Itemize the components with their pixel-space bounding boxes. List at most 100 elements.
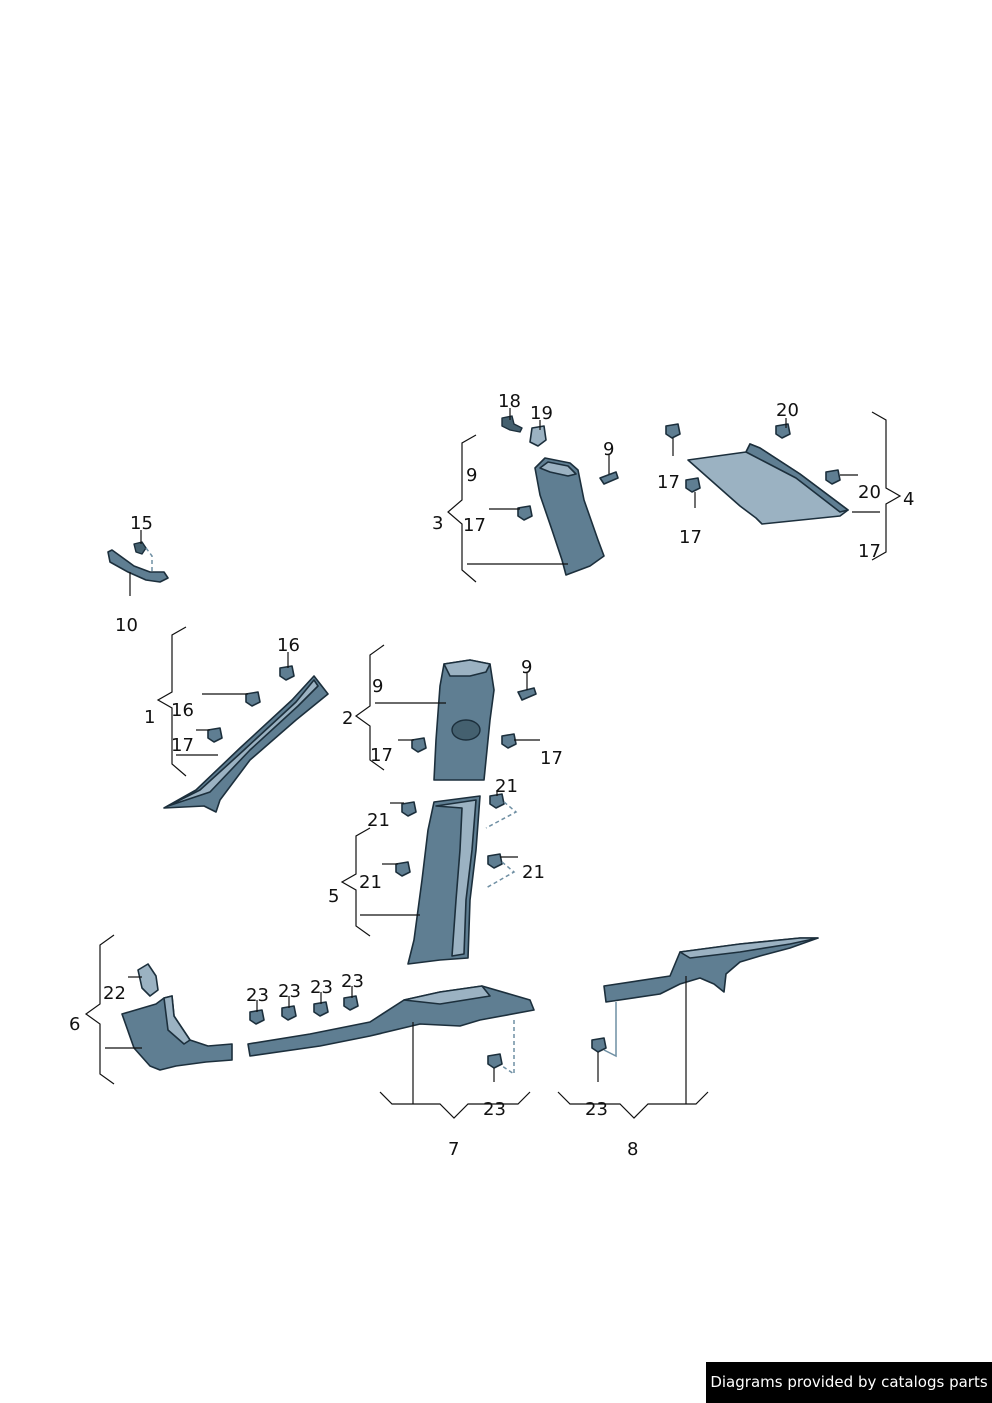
- part-7-sill[interactable]: [247, 985, 535, 1057]
- part-7-highlight: [403, 985, 491, 1005]
- bracket-5: [340, 827, 371, 937]
- callout-5: 5: [328, 886, 339, 907]
- part-21-clip-b[interactable]: [489, 793, 505, 809]
- callout-17-right: 17: [540, 748, 563, 769]
- part-3-pillar-trim[interactable]: [534, 457, 605, 576]
- part-17-clip-e[interactable]: [411, 737, 427, 753]
- callout-3: 3: [432, 513, 443, 534]
- link-23-f: [603, 1002, 617, 1058]
- part-17-clip-f[interactable]: [501, 733, 517, 749]
- callout-10: 10: [115, 615, 138, 636]
- part-16-clip-b[interactable]: [245, 691, 261, 707]
- part-9-clip-mid[interactable]: [517, 687, 537, 701]
- part-23-clip-c[interactable]: [313, 1001, 329, 1017]
- part-3-top-edge: [539, 461, 577, 477]
- callout-17-bottom: 17: [679, 527, 702, 548]
- part-10-bracket[interactable]: [107, 549, 169, 583]
- bracket-2: [354, 644, 385, 771]
- part-21-clip-a[interactable]: [401, 801, 417, 817]
- part-17-clip-c[interactable]: [685, 477, 701, 493]
- callout-4: 4: [903, 489, 914, 510]
- group-3: [447, 408, 619, 583]
- callout-20-top: 20: [776, 400, 799, 421]
- part-21-clip-c[interactable]: [395, 861, 411, 877]
- callout-2: 2: [342, 708, 353, 729]
- footer-credit: Diagrams provided by catalogs parts: [706, 1362, 992, 1403]
- link-21-b: [485, 801, 518, 829]
- callout-23-f: 23: [585, 1099, 608, 1120]
- callout-16-top: 16: [277, 635, 300, 656]
- callout-20-right: 20: [858, 482, 881, 503]
- callout-8: 8: [627, 1139, 638, 1160]
- part-23-clip-d[interactable]: [343, 995, 359, 1011]
- callout-17-left: 17: [657, 472, 680, 493]
- callout-7: 7: [448, 1139, 459, 1160]
- part-23-clip-f[interactable]: [591, 1037, 607, 1053]
- part-22-bracket[interactable]: [137, 963, 159, 997]
- bracket-3: [447, 434, 477, 583]
- part-2-top: [443, 659, 491, 677]
- callout-23-c: 23: [310, 977, 333, 998]
- callout-9-mid: 9: [521, 657, 532, 678]
- link-15: [145, 547, 153, 574]
- callout-15: 15: [130, 513, 153, 534]
- callout-17-group2: 17: [370, 745, 393, 766]
- part-23-clip-b[interactable]: [281, 1005, 297, 1021]
- group-2: [354, 644, 540, 781]
- part-9-clip-top[interactable]: [599, 471, 619, 485]
- bracket-6: [84, 934, 115, 1085]
- callout-23-a: 23: [246, 985, 269, 1006]
- bracket-8: [557, 1091, 709, 1119]
- callout-17-group4: 17: [858, 541, 881, 562]
- part-20-clip-right[interactable]: [825, 469, 841, 485]
- group-5: [340, 790, 518, 965]
- part-15-fastener[interactable]: [133, 541, 147, 555]
- callout-6: 6: [69, 1014, 80, 1035]
- part-17-clip-d[interactable]: [207, 727, 223, 743]
- callout-23-d: 23: [341, 971, 364, 992]
- link-21-d: [485, 861, 516, 889]
- part-23-clip-a[interactable]: [249, 1009, 265, 1025]
- callout-18: 18: [498, 391, 521, 412]
- callout-17-group3: 17: [463, 515, 486, 536]
- part-17-clip-a[interactable]: [517, 505, 533, 521]
- callout-labels: 18 19 9 9 3 17 20 17 20 4 17 17 15 10 16…: [69, 391, 914, 1160]
- part-4-edge: [745, 443, 849, 513]
- part-20-clip-top[interactable]: [775, 423, 791, 439]
- part-21-clip-d[interactable]: [487, 853, 503, 869]
- callout-23-b: 23: [278, 981, 301, 1002]
- callout-21-top: 21: [495, 776, 518, 797]
- group-1: [156, 626, 329, 813]
- bracket-7: [379, 1091, 531, 1119]
- callout-9-top: 9: [603, 439, 614, 460]
- callout-9-group3: 9: [466, 465, 477, 486]
- part-6-highlight: [163, 995, 191, 1045]
- callout-1: 1: [144, 707, 155, 728]
- callout-23-e: 23: [483, 1099, 506, 1120]
- group-6: [84, 934, 233, 1085]
- bracket-1: [156, 626, 187, 777]
- part-2-recess: [451, 719, 481, 741]
- part-1-highlight: [167, 679, 319, 807]
- callout-22: 22: [103, 983, 126, 1004]
- part-17-clip-b[interactable]: [665, 423, 681, 439]
- part-5-highlight: [435, 799, 477, 957]
- link-23-e: [501, 1020, 515, 1076]
- group-7: [247, 985, 535, 1119]
- callout-21-group5a: 21: [367, 810, 390, 831]
- callout-21-group5b: 21: [359, 872, 382, 893]
- part-16-clip-a[interactable]: [279, 665, 295, 681]
- callout-17-group1: 17: [171, 735, 194, 756]
- callout-9-group2: 9: [372, 676, 383, 697]
- part-19-cap[interactable]: [529, 425, 547, 447]
- part-8-highlight: [679, 937, 819, 959]
- group-10: [107, 530, 169, 596]
- part-23-clip-e[interactable]: [487, 1053, 503, 1069]
- group-8: [557, 937, 819, 1119]
- group-4: [665, 411, 902, 561]
- bracket-4: [871, 411, 902, 561]
- callout-16-group1: 16: [171, 700, 194, 721]
- callout-19: 19: [530, 403, 553, 424]
- part-18-screw[interactable]: [501, 415, 523, 433]
